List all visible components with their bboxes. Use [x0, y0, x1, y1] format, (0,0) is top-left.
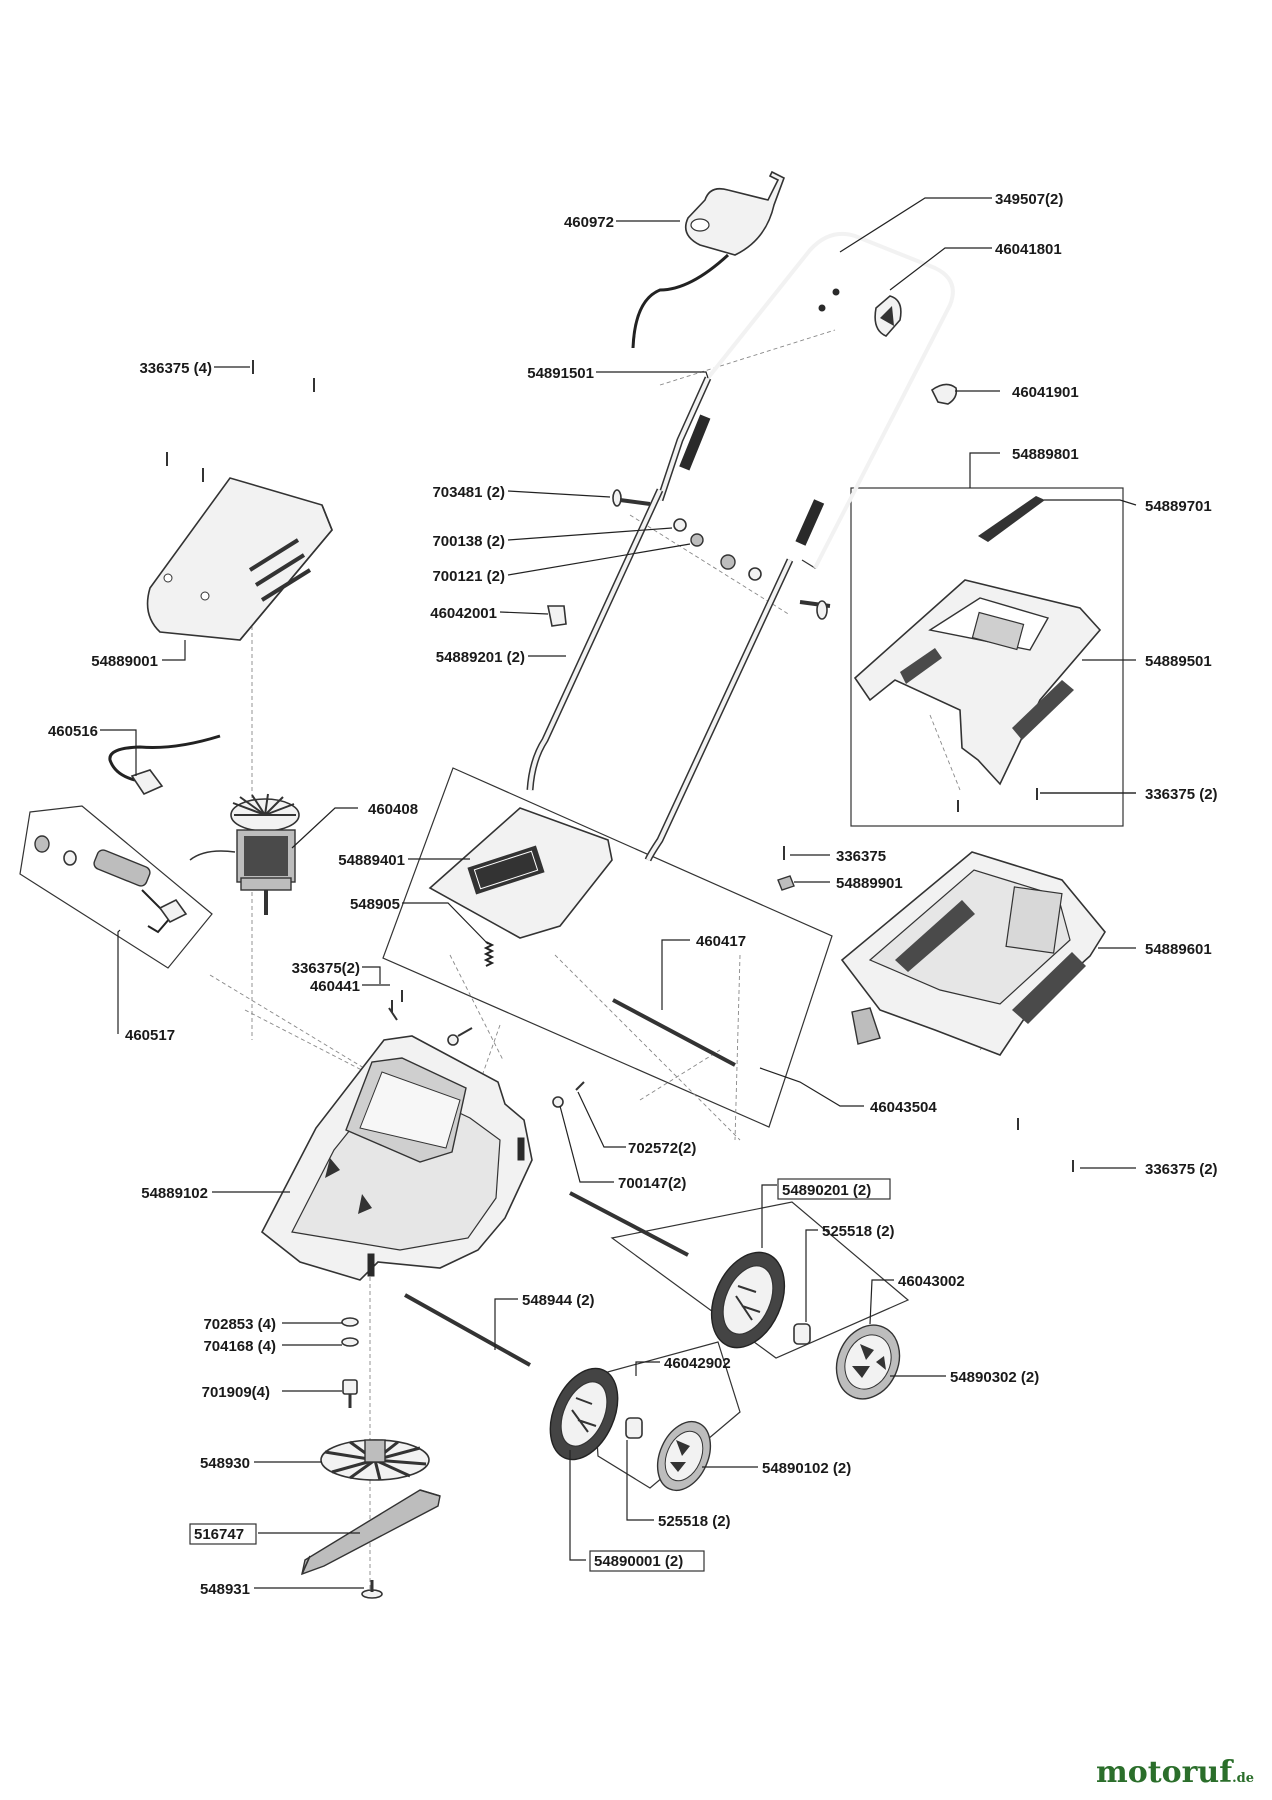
watermark-brand: motoruf	[1095, 1755, 1233, 1790]
label-54890302: 54890302 (2)	[950, 1369, 1039, 1386]
label-702853: 702853 (4)	[203, 1316, 276, 1333]
motor	[189, 793, 300, 915]
rear-axle	[569, 1191, 689, 1257]
lower-handle	[526, 488, 794, 862]
grass-box	[840, 851, 1106, 1056]
label-548944: 548944 (2)	[522, 1292, 595, 1309]
label-336375-2-box: 336375 (2)	[1145, 1161, 1218, 1178]
label-548931: 548931	[200, 1581, 250, 1598]
motor-cover	[146, 477, 333, 641]
label-54889201: 54889201 (2)	[436, 649, 525, 666]
label-46041901: 46041901	[1012, 384, 1079, 401]
label-54891501: 54891501	[527, 365, 594, 382]
label-46043002: 46043002	[898, 1273, 965, 1290]
handle-knob-bolt-right	[799, 600, 831, 620]
cover-screws	[166, 360, 315, 482]
label-46041801: 46041801	[995, 241, 1062, 258]
watermark-suffix: .de	[1232, 1771, 1254, 1786]
label-702572: 702572(2)	[628, 1140, 696, 1157]
part-labels: 460972 349507(2) 46041801 336375 (4) 548…	[48, 191, 1218, 1598]
label-box-54890201	[777, 1178, 891, 1200]
label-548930: 548930	[200, 1455, 250, 1472]
label-701909: 701909(4)	[202, 1384, 270, 1401]
label-54889102: 54889102	[141, 1185, 208, 1202]
rear-hubcap	[835, 1324, 901, 1400]
label-548905: 548905	[350, 896, 400, 913]
rear-bushing	[793, 1323, 811, 1345]
label-349507: 349507(2)	[995, 191, 1063, 208]
front-axle	[404, 1293, 531, 1367]
label-box-516747	[189, 1523, 257, 1545]
label-54890001: 54890001 (2)	[594, 1553, 683, 1570]
cable-tie	[930, 383, 958, 405]
handle-knob-bolt-left	[612, 489, 651, 507]
label-460408: 460408	[368, 801, 418, 818]
grass-box-lid-group-frame	[850, 487, 1124, 827]
handle-clip	[547, 605, 567, 627]
washer-right	[748, 567, 762, 581]
label-703481: 703481 (2)	[432, 484, 505, 501]
label-54889701: 54889701	[1145, 498, 1212, 515]
shield-group-frame	[382, 767, 833, 1128]
label-46042001: 46042001	[430, 605, 497, 622]
label-336375-2-lid: 336375 (2)	[1145, 786, 1218, 803]
label-525518-front: 525518 (2)	[658, 1513, 731, 1530]
label-704168: 704168 (4)	[203, 1338, 276, 1355]
front-wheel	[549, 1367, 619, 1461]
label-54889901: 54889901	[836, 875, 903, 892]
switch-box	[631, 170, 785, 349]
label-46042902: 46042902	[664, 1355, 731, 1372]
label-54889801: 54889801	[1012, 446, 1079, 463]
label-460441: 460441	[310, 978, 360, 995]
grass-box-screws	[1017, 1118, 1074, 1172]
capacitor	[34, 835, 188, 934]
leader-lines	[100, 197, 1137, 1589]
small-rear-parts	[388, 846, 795, 1108]
flap-rod	[612, 998, 736, 1067]
label-54889001: 54889001	[91, 653, 158, 670]
blade-fasteners	[341, 1317, 359, 1408]
cable-clip	[874, 295, 902, 337]
label-700121: 700121 (2)	[432, 568, 505, 585]
label-54889601: 54889601	[1145, 941, 1212, 958]
front-bushing	[625, 1417, 643, 1439]
capacitor-group-frame	[19, 805, 213, 969]
label-46043504: 46043504	[870, 1099, 937, 1116]
lid-screws	[957, 788, 1038, 812]
label-54889501: 54889501	[1145, 653, 1212, 670]
grass-box-lid	[853, 579, 1102, 786]
upper-handle	[656, 231, 955, 569]
watermark-logo: motoruf.de	[1096, 1755, 1254, 1790]
label-336375-4: 336375 (4)	[139, 360, 212, 377]
nut-right	[720, 554, 736, 570]
lid-handle-grip	[978, 496, 1045, 542]
washer-left	[673, 518, 687, 532]
label-700138: 700138 (2)	[432, 533, 505, 550]
label-54890102: 54890102 (2)	[762, 1460, 851, 1477]
label-700147: 700147(2)	[618, 1175, 686, 1192]
label-box-54890001	[589, 1550, 705, 1572]
label-54890201: 54890201 (2)	[782, 1182, 871, 1199]
rear-flap	[428, 807, 613, 939]
fan-impeller	[320, 1439, 430, 1481]
label-516747: 516747	[194, 1526, 244, 1543]
label-336375-2-deck: 336375(2)	[292, 960, 360, 977]
nut-left	[690, 533, 704, 547]
power-cable-plug	[108, 734, 221, 796]
flap-spring	[483, 941, 495, 967]
label-336375: 336375	[836, 848, 886, 865]
blade	[301, 1489, 441, 1576]
label-460517: 460517	[125, 1027, 175, 1044]
label-525518-rear: 525518 (2)	[822, 1223, 895, 1240]
blade-bolt	[361, 1580, 383, 1599]
front-hubcap	[656, 1420, 712, 1492]
label-460417: 460417	[696, 933, 746, 950]
handle-screws	[818, 288, 840, 312]
rear-wheel	[710, 1251, 786, 1349]
deck	[260, 1035, 533, 1281]
label-460972: 460972	[564, 214, 614, 231]
label-460516: 460516	[48, 723, 98, 740]
label-54889401: 54889401	[338, 852, 405, 869]
